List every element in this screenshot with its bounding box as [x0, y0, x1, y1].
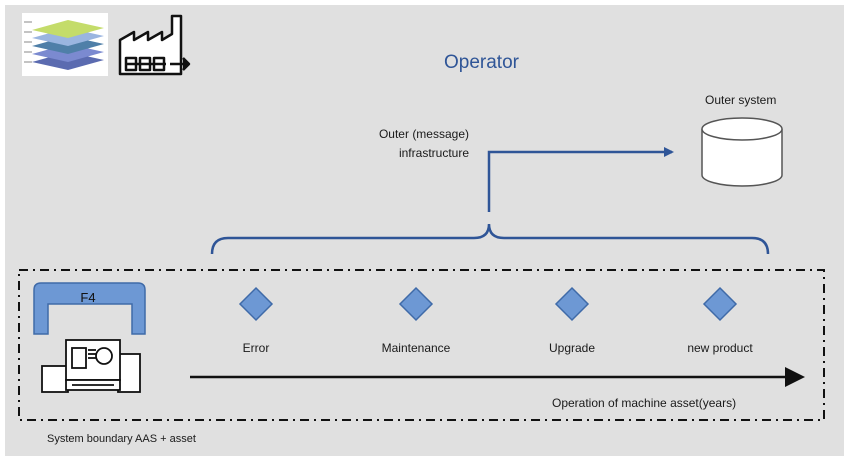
- panel-background: [5, 5, 844, 456]
- system-boundary-label: System boundary AAS + asset: [47, 433, 196, 445]
- event-diamond-maintenance: [398, 286, 434, 322]
- page-title: Operator: [444, 52, 519, 73]
- infrastructure-label-line-2: infrastructure: [398, 146, 469, 160]
- event-diamond-error: [238, 286, 274, 322]
- event-diamond-upgrade: [554, 286, 590, 322]
- infrastructure-arrow: [487, 147, 674, 212]
- asset-label: F4: [80, 290, 96, 305]
- event-label-maintenance: Maintenance: [381, 341, 451, 355]
- outer-system-label: Outer system: [705, 93, 777, 107]
- event-label-upgrade: Upgrade: [548, 341, 596, 355]
- infrastructure-label-line-1: Outer (message): [378, 127, 469, 141]
- events-brace: [210, 223, 770, 255]
- database-cylinder-icon: [701, 117, 783, 187]
- timeline-arrow: [190, 367, 805, 387]
- event-diamond-new-product: [702, 286, 738, 322]
- event-label-new-product: new product: [687, 341, 753, 355]
- event-label-error: Error: [242, 341, 270, 355]
- factory-icon: [118, 14, 191, 76]
- layered-stack-icon: [22, 13, 108, 76]
- asset-gantry-icon: [33, 282, 146, 335]
- milling-machine-icon: [41, 339, 141, 393]
- timeline-label: Operation of machine asset(years): [552, 396, 737, 410]
- system-boundary: [18, 269, 825, 421]
